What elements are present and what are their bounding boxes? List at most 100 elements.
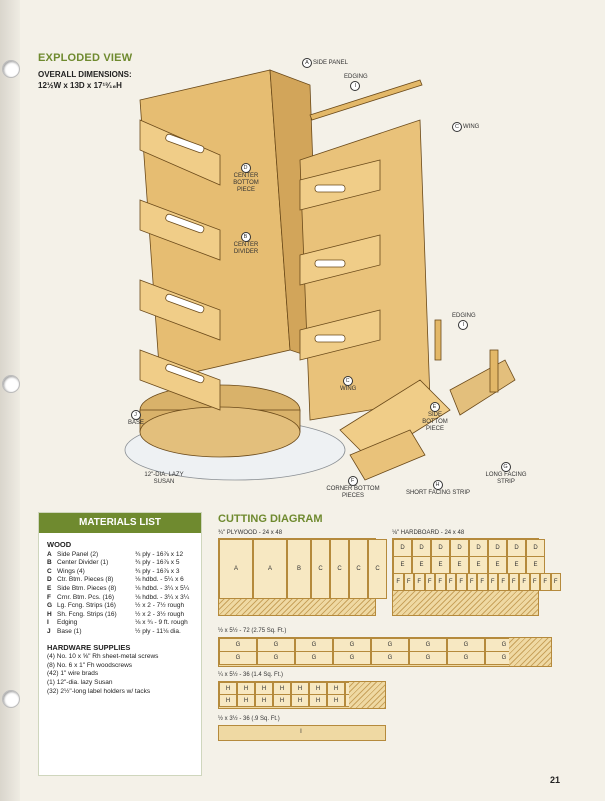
plywood-label: ¾" PLYWOOD - 24 x 48 [218,530,283,536]
exploded-view-title: EXPLODED VIEW [38,52,133,64]
cut-piece: D [450,539,469,557]
cut-piece: F [508,573,519,591]
cut-piece: H [327,694,345,707]
cut-piece: G [295,651,333,665]
cut-piece: G [333,638,371,652]
wood-item-key: A [47,550,52,558]
cut-piece: F [393,573,404,591]
cut-piece: G [409,651,447,665]
cut-piece: E [431,556,450,574]
cut-piece: F [456,573,467,591]
wood-item-size: ½ x 2 - 3½ rough [135,610,185,618]
wood-item-size: ½ ply - 11⅛ dia. [135,627,181,635]
cut-piece: D [469,539,488,557]
cut-piece: A [219,539,253,599]
cut-piece: H [219,694,237,707]
cut-piece: G [447,651,485,665]
wood-item-key: I [47,619,49,627]
wood-item-name: Wings (4) [57,567,85,575]
cut-piece: C [368,539,387,599]
board-g-label: ½ x 5½ - 72 (2.75 Sq. Ft.) [218,628,287,634]
wood-item-name: Center Divider (1) [57,559,109,567]
wood-item-name: Edging [57,619,78,627]
cut-piece: G [447,638,485,652]
wood-item-key: E [47,584,52,592]
wood-item-name: Lg. Fcng. Strips (16) [57,602,116,610]
cut-piece: D [488,539,507,557]
wood-item-key: G [47,602,53,610]
cut-piece: H [273,694,291,707]
wood-item-size: ⅛ x ¾ - 9 ft. rough [135,619,188,627]
board-i: I [218,725,386,741]
binder-hole [2,690,20,708]
cut-piece: A [253,539,287,599]
hardware-item: (32) 2½"-long label holders w/ tacks [47,687,151,695]
cut-piece: H [237,694,255,707]
hardware-item: (42) 1" wire brads [47,670,99,678]
cut-piece: E [488,556,507,574]
cut-piece: G [371,651,409,665]
hardware-item: (1) 12"-dia. lazy Susan [47,678,113,686]
page-number: 21 [550,775,561,785]
overall-dimensions: OVERALL DIMENSIONS: 12½W x 13D x 17¹³⁄₁₆… [38,69,132,91]
board-i-label: ½ x 3½ - 36 (.9 Sq. Ft.) [218,716,280,722]
dims-value: 12½W x 13D x 17¹³⁄₁₆H [38,81,122,90]
wood-item-key: B [47,559,52,567]
cut-piece: F [435,573,446,591]
wood-item-size: ⅛ hdbd. - 5¼ x 6 [135,576,184,584]
cut-piece: D [526,539,545,557]
cut-piece: F [477,573,488,591]
cut-piece: D [507,539,526,557]
cut-piece: G [257,638,295,652]
cut-piece: F [498,573,509,591]
cut-piece: F [519,573,530,591]
hardware-list: (4) No. 10 x ⅝" Rh sheet-metal screws(8)… [47,653,195,696]
hardware-heading: HARDWARE SUPPLIES [47,642,131,652]
materials-list-title: MATERIALS LIST [39,513,201,533]
wood-item-key: J [47,627,51,635]
piece-i: I [300,729,302,735]
wood-item-name: Crnr. Btm. Pcs. (16) [57,593,115,601]
cut-piece: F [529,573,540,591]
cut-piece: H [291,694,309,707]
wood-item-key: F [47,593,51,601]
wood-item: I Edging ⅛ x ¾ - 9 ft. rough [47,619,195,628]
board-h-label: ¼ x 5½ - 36 (1.4 Sq. Ft.) [218,672,284,678]
cut-piece: G [295,638,333,652]
wood-item-name: Side Btm. Pieces (8) [57,584,117,592]
wood-item-name: Base (1) [57,627,82,635]
binder-hole [2,375,20,393]
wood-item-name: Ctr. Btm. Pieces (8) [57,576,114,584]
cut-piece: B [287,539,311,599]
cut-piece: H [255,694,273,707]
wood-item-name: Sh. Fcng. Strips (16) [57,610,117,618]
hardboard-waste [393,591,538,615]
cut-piece: G [257,651,295,665]
cut-piece: E [393,556,412,574]
plywood-waste [219,599,375,615]
board-h-waste [349,682,385,708]
page-left-edge [0,0,20,801]
